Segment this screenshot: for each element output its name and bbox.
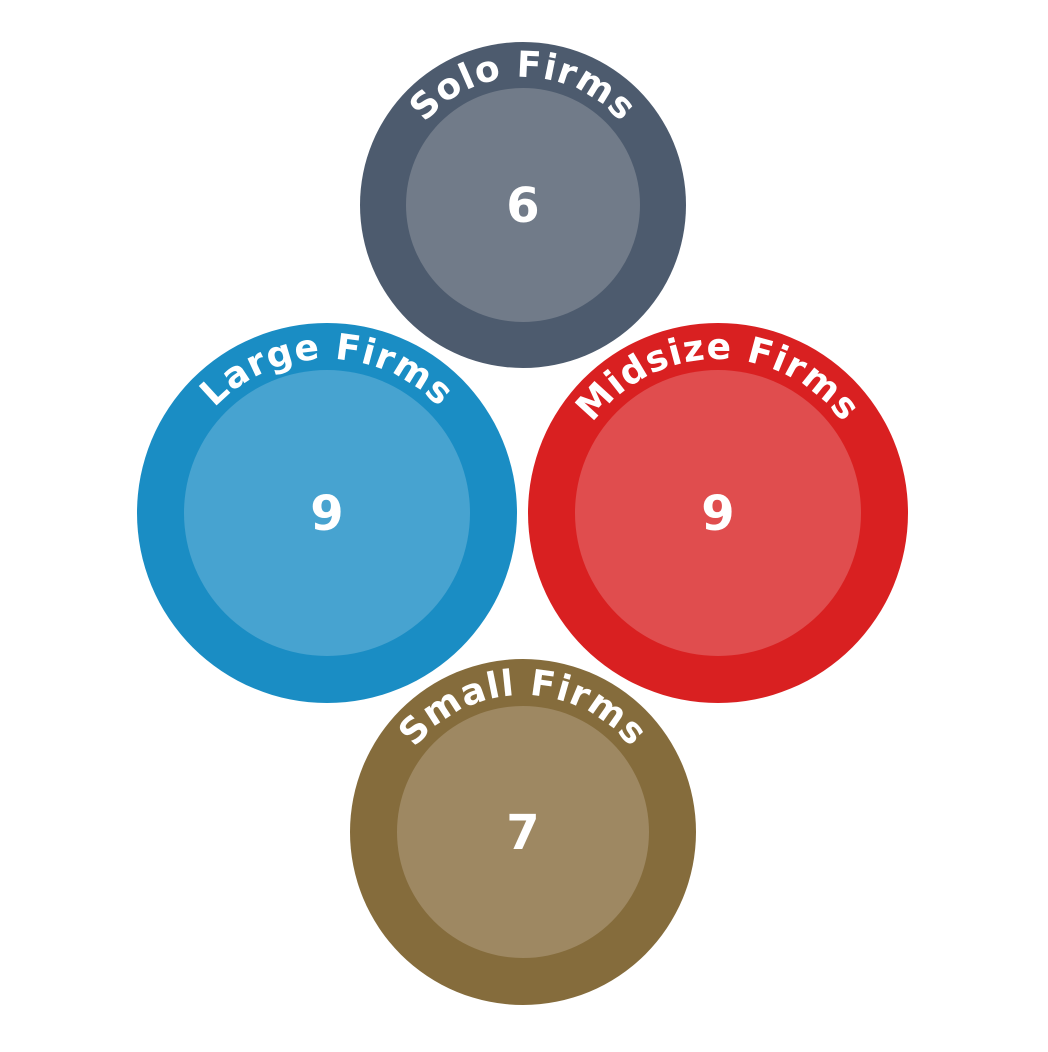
bubble-solo-count: 6: [506, 178, 539, 234]
bubble-small-firms: Small Firms 7: [350, 659, 696, 1005]
bubble-midsize-count: 9: [701, 486, 734, 542]
bubble-solo-inner-disc: [406, 88, 640, 322]
bubble-large-count: 9: [310, 486, 343, 542]
bubble-small-count: 7: [506, 805, 539, 861]
bubble-midsize-inner-disc: [575, 370, 861, 656]
bubble-solo-firms: Solo Firms 6: [360, 42, 686, 368]
bubble-midsize-firms: Midsize Firms 9: [528, 323, 908, 703]
bubble-large-inner-disc: [184, 370, 470, 656]
bubble-large-firms: Large Firms 9: [137, 323, 517, 703]
bubble-small-inner-disc: [397, 706, 649, 958]
